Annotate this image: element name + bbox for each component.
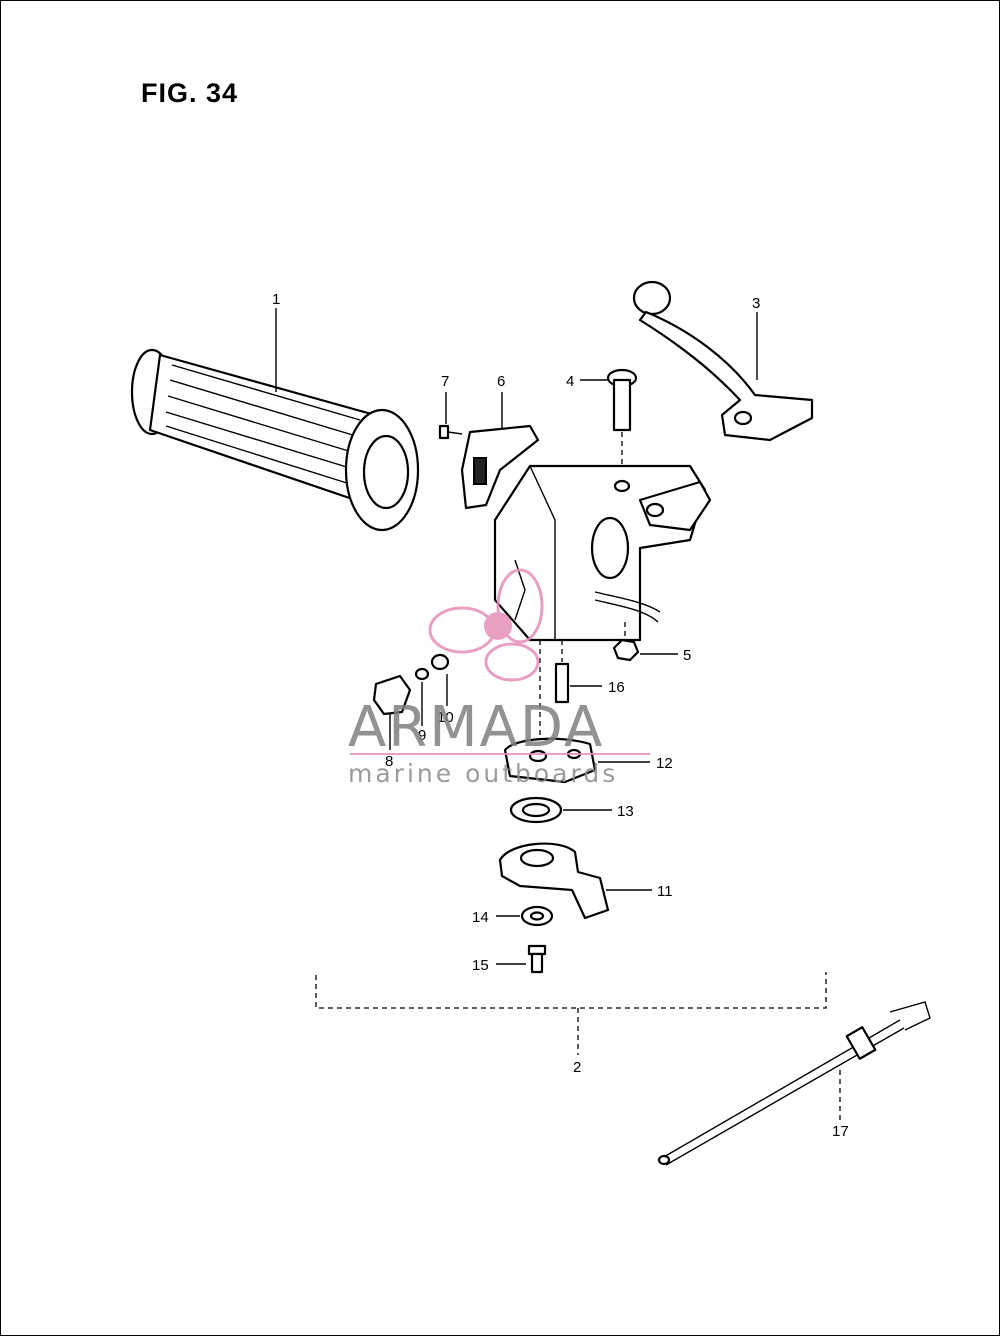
part-7-screw <box>438 424 463 440</box>
part-10-set-screw <box>430 653 450 671</box>
part-3-lever <box>632 280 814 442</box>
part-13-washer <box>509 796 563 824</box>
leader-lines <box>275 308 758 965</box>
part-5-nut <box>612 622 640 662</box>
callout-15: 15 <box>472 957 489 974</box>
switch-housing <box>493 464 712 642</box>
part-6-switch-cover <box>460 424 540 510</box>
callout-5: 5 <box>683 647 691 664</box>
callout-4: 4 <box>566 373 574 390</box>
callout-16: 16 <box>608 679 625 696</box>
callout-9: 9 <box>418 727 426 744</box>
part-12-lower-housing <box>503 640 597 784</box>
part-1-throttle-grip <box>130 348 420 532</box>
callout-10: 10 <box>437 709 454 726</box>
part-4-bolt <box>606 368 638 480</box>
callout-11: 11 <box>657 883 673 900</box>
callout-14: 14 <box>472 909 489 926</box>
watermark-brand: ARMADA <box>348 695 604 760</box>
callout-1: 1 <box>272 291 280 308</box>
part-2-assembly-bracket <box>315 972 827 1055</box>
callout-17: 17 <box>832 1123 849 1140</box>
part-14-washer <box>520 905 554 927</box>
watermark: ARMADA marine outboards <box>348 568 650 788</box>
propeller-logo-icon <box>428 568 544 682</box>
callout-2: 2 <box>573 1059 581 1076</box>
part-8-knob <box>372 674 412 716</box>
callout-13: 13 <box>617 803 634 820</box>
part-11-bracket <box>498 842 610 920</box>
watermark-tagline: marine outboards <box>348 759 618 788</box>
callout-7: 7 <box>441 373 449 390</box>
callout-3: 3 <box>752 295 760 312</box>
part-16-screw <box>554 640 570 704</box>
callout-labels: 1 2 3 4 5 6 7 8 9 10 11 12 13 14 15 16 1… <box>272 291 849 1140</box>
figure-title: FIG. 34 <box>141 78 239 108</box>
part-15-screw <box>527 944 547 974</box>
part-17-throttle-cable <box>657 1001 931 1166</box>
callout-8: 8 <box>385 753 393 770</box>
callout-12: 12 <box>656 755 673 772</box>
callout-6: 6 <box>497 373 505 390</box>
part-9-spring <box>414 667 430 681</box>
